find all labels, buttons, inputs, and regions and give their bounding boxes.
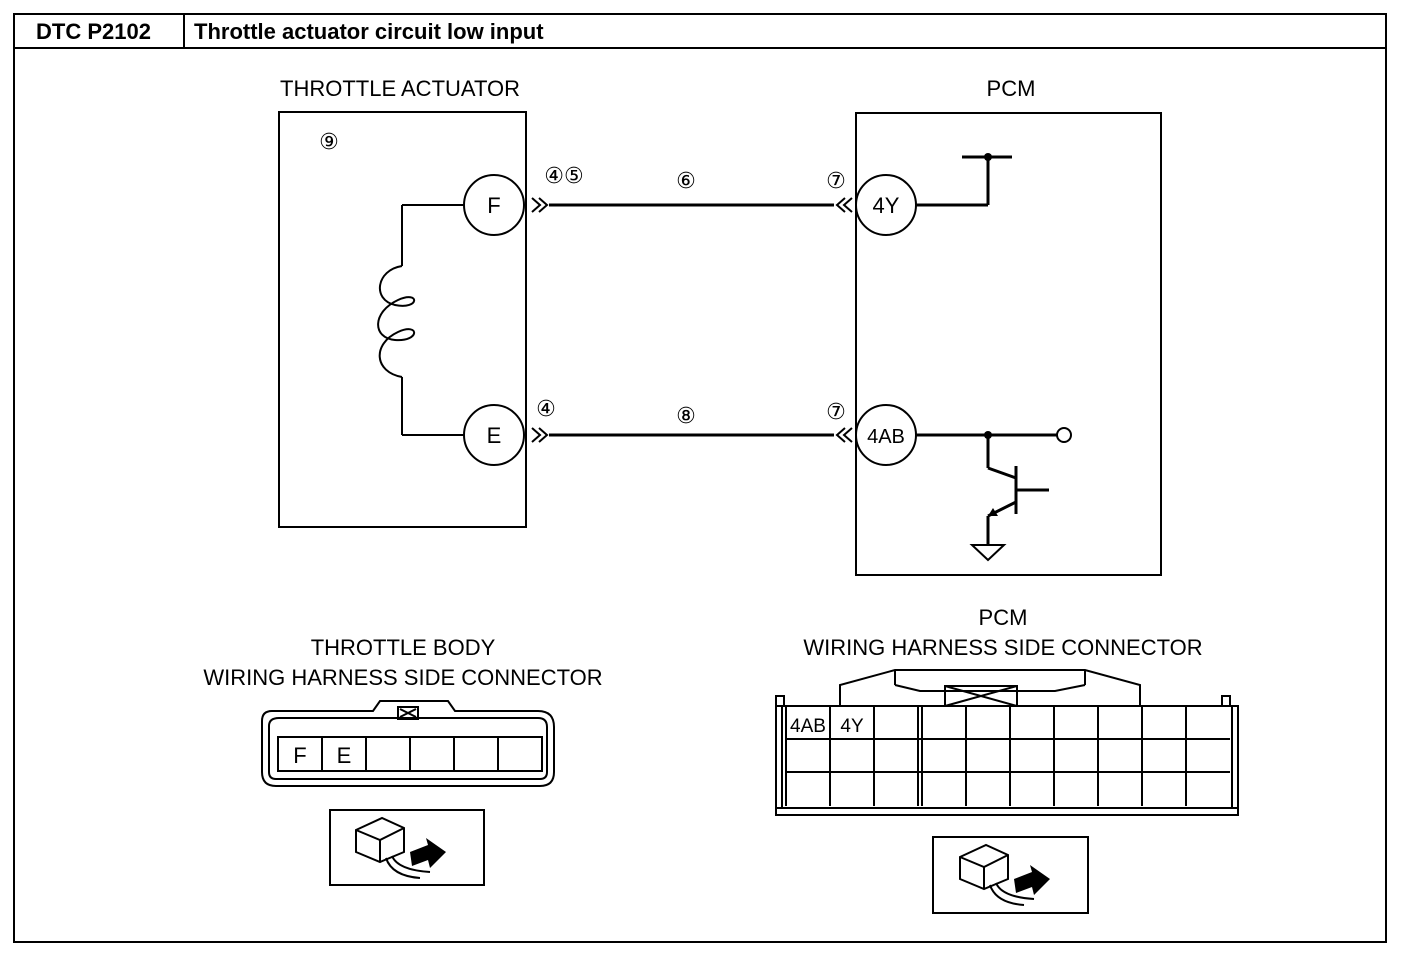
dtc-title: Throttle actuator circuit low input	[194, 19, 544, 44]
view-arrow-icon	[410, 838, 446, 868]
connector-view-box	[329, 809, 485, 886]
actuator-coil-icon	[377, 204, 494, 436]
junction-dot	[984, 153, 992, 161]
pcm-pin-4y: 4Y	[840, 716, 864, 737]
callout-7-bottom: ⑦	[826, 399, 846, 424]
callout-4: ④	[536, 396, 556, 421]
callout-6: ⑥	[676, 168, 696, 193]
pcm-connector-view-box	[932, 836, 1089, 914]
dtc-code: DTC P2102	[36, 19, 151, 44]
throttle-body-connector-title-2: WIRING HARNESS SIDE CONNECTOR	[203, 665, 602, 690]
pcm-4y-circuit	[916, 155, 1012, 207]
callout-8: ⑧	[676, 403, 696, 428]
pcm-view-arrow-icon	[1014, 865, 1050, 895]
throttle-actuator-box	[278, 111, 527, 528]
pcm-title: PCM	[987, 76, 1036, 101]
callout-4-5: ④⑤	[544, 163, 583, 188]
tb-pin-f: F	[293, 743, 306, 768]
pcm-connector-view-icon	[959, 843, 1035, 906]
pcm-pin-grid	[785, 706, 1230, 806]
tb-pin-e: E	[337, 743, 352, 768]
terminal-4y-label: 4Y	[873, 193, 900, 218]
pcm-4ab-circuit	[916, 433, 1057, 545]
pcm-connector-icon	[775, 669, 1239, 816]
terminal-f-label: F	[487, 193, 500, 218]
throttle-body-pin-grid	[321, 737, 499, 771]
pcm-connector-title-1: PCM	[979, 605, 1028, 630]
pcm-connector-title-2: WIRING HARNESS SIDE CONNECTOR	[803, 635, 1202, 660]
throttle-body-connector-title-1: THROTTLE BODY	[311, 635, 496, 660]
throttle-actuator-callout: ⑨	[319, 129, 339, 154]
ground-icon	[969, 544, 1007, 562]
terminal-open-circle	[1056, 427, 1072, 443]
terminal-f	[463, 174, 525, 236]
pcm-pin-4ab: 4AB	[790, 716, 826, 737]
outer-border	[13, 13, 1387, 943]
transistor-arrow-icon	[988, 508, 998, 516]
terminal-e-label: E	[487, 423, 502, 448]
connector-view-icon	[355, 816, 431, 879]
pcm-box	[855, 112, 1162, 576]
terminal-4ab-label: 4AB	[867, 426, 905, 448]
junction-dot	[984, 431, 992, 439]
connector-chevron-icon	[531, 197, 853, 443]
throttle-actuator-title: THROTTLE ACTUATOR	[280, 76, 520, 101]
terminal-e	[463, 404, 525, 466]
callout-7-top: ⑦	[826, 168, 846, 193]
